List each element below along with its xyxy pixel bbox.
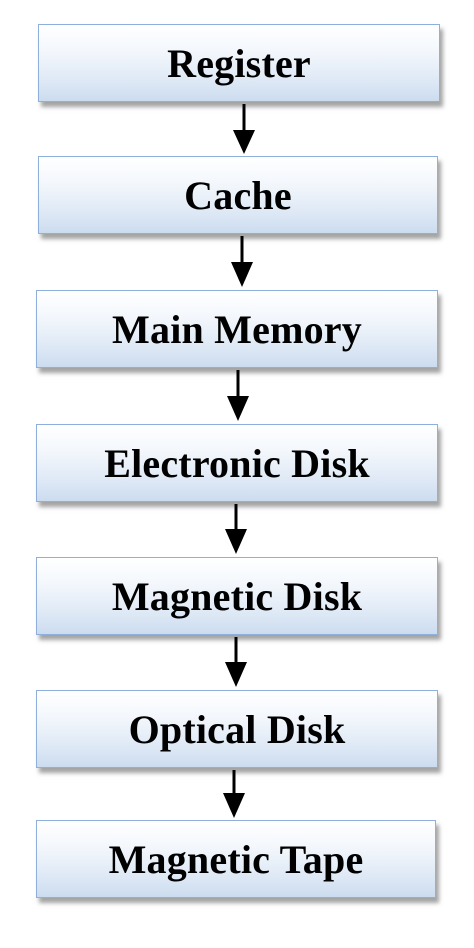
arrow-magnetic-disk-to-optical-disk	[225, 637, 247, 687]
node-label: Magnetic Tape	[108, 836, 364, 882]
node-label: Main Memory	[112, 306, 362, 352]
node-magnetic-disk: Magnetic Disk	[36, 557, 438, 635]
node-main-memory: Main Memory	[36, 290, 438, 368]
node-label: Magnetic Disk	[111, 573, 363, 619]
arrow-optical-disk-to-magnetic-tape	[223, 770, 245, 818]
arrow-register-to-cache	[233, 104, 255, 154]
arrow-electronic-disk-to-magnetic-disk	[225, 504, 247, 554]
node-label: Electronic Disk	[104, 440, 370, 486]
node-label: Optical Disk	[128, 706, 346, 752]
node-optical-disk: Optical Disk	[36, 690, 438, 768]
node-label: Register	[167, 40, 311, 86]
node-magnetic-tape: Magnetic Tape	[36, 820, 436, 898]
arrow-cache-to-main-memory	[231, 236, 253, 287]
node-cache: Cache	[38, 156, 438, 234]
node-register: Register	[38, 24, 440, 102]
node-electronic-disk: Electronic Disk	[36, 424, 438, 502]
arrow-main-memory-to-electronic-disk	[227, 370, 249, 421]
node-label: Cache	[184, 172, 292, 218]
